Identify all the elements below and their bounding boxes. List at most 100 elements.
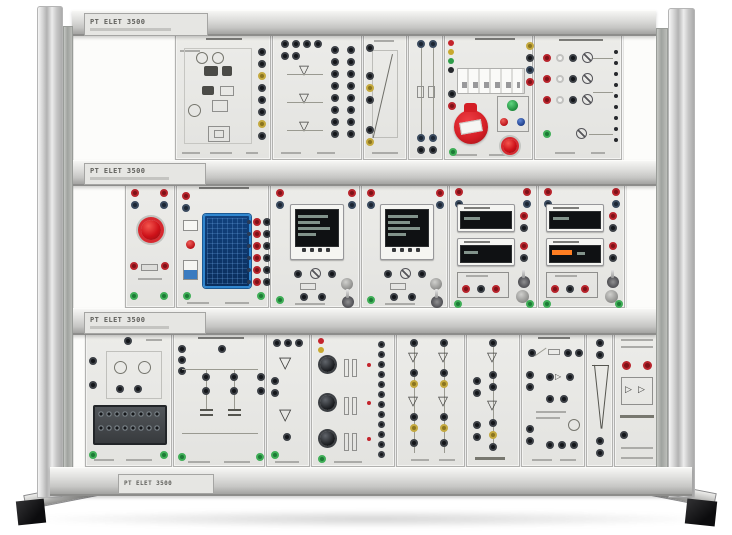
socket xyxy=(258,108,266,116)
meter-button xyxy=(318,248,322,252)
socket xyxy=(292,52,300,60)
socket xyxy=(283,433,291,441)
socket xyxy=(378,411,385,418)
display-digits xyxy=(298,233,316,236)
lamp-socket xyxy=(556,53,564,62)
socket xyxy=(436,201,444,209)
optocoupler-symbol: ▷ xyxy=(625,385,632,395)
lamp-socket xyxy=(556,74,564,83)
panel-labels xyxy=(334,461,362,463)
socket xyxy=(230,373,238,381)
socket xyxy=(489,371,497,379)
meter-button xyxy=(416,248,420,252)
socket xyxy=(417,134,425,142)
socket xyxy=(124,337,132,345)
socket xyxy=(230,387,238,395)
red-marker xyxy=(367,363,371,367)
panel-labels xyxy=(411,459,429,461)
toggle-switch xyxy=(607,269,619,288)
socket xyxy=(440,424,448,432)
socket xyxy=(253,266,261,274)
socket xyxy=(367,189,375,197)
socket xyxy=(328,270,336,278)
socket xyxy=(564,349,572,357)
socket xyxy=(410,380,418,388)
socket xyxy=(449,148,457,156)
meter-symbol xyxy=(576,128,587,139)
socket xyxy=(130,262,138,270)
panel-labels xyxy=(621,457,653,459)
socket xyxy=(178,367,186,375)
panel-power-meter-2 xyxy=(361,183,448,308)
socket xyxy=(546,373,554,381)
socket xyxy=(378,441,385,448)
socket xyxy=(551,285,559,293)
connector-pin-row xyxy=(98,425,160,431)
socket xyxy=(566,373,574,381)
indicator-column xyxy=(448,40,454,73)
meter-symbol xyxy=(582,52,593,63)
socket xyxy=(366,44,374,52)
socket xyxy=(347,118,355,126)
socket xyxy=(347,94,355,102)
panel-diode-module-1: ▽ ▽ ▽ ▽ xyxy=(396,332,465,467)
socket xyxy=(520,212,528,220)
schematic-line xyxy=(433,48,434,142)
switch-symbol xyxy=(534,347,547,357)
socket xyxy=(116,385,124,393)
socket xyxy=(257,387,265,395)
terminal-dot xyxy=(614,83,618,87)
socket xyxy=(303,40,311,48)
panel-labels xyxy=(146,339,162,341)
socket xyxy=(160,201,168,209)
socket xyxy=(546,395,554,403)
socket xyxy=(596,437,604,445)
socket xyxy=(347,58,355,66)
led-indicator xyxy=(247,232,251,236)
terminal-dot xyxy=(614,94,618,98)
meter-button xyxy=(302,248,306,252)
symbol-box xyxy=(390,283,406,290)
socket xyxy=(271,451,279,459)
socket-column xyxy=(378,341,385,458)
voltmeter-label xyxy=(464,241,490,243)
meter-button xyxy=(326,248,330,252)
connector-pin xyxy=(130,411,136,417)
socket xyxy=(612,200,620,208)
socket xyxy=(569,74,577,83)
socket xyxy=(89,381,97,389)
socket xyxy=(131,201,139,209)
connector-pin xyxy=(146,425,152,431)
panel-diode-module-2: ▽ ▽ xyxy=(466,332,520,467)
socket xyxy=(347,106,355,114)
socket xyxy=(596,339,604,347)
socket xyxy=(546,441,554,449)
socket xyxy=(300,293,308,301)
socket xyxy=(331,94,339,102)
rail-label-subline xyxy=(90,326,170,329)
diode-symbol: ▽ xyxy=(487,350,497,365)
panel-labels xyxy=(560,459,576,461)
frame-inner-rail-left xyxy=(63,26,73,476)
socket xyxy=(520,254,528,262)
diode-symbol: ▽ xyxy=(438,350,448,365)
socket xyxy=(318,455,326,463)
rail-label-plate-1: PT ELET 3500 xyxy=(84,13,208,36)
socket xyxy=(620,431,628,439)
green-indicator xyxy=(448,58,454,64)
cee-socket-tab xyxy=(464,103,477,112)
meter-button xyxy=(310,248,314,252)
blank-panel xyxy=(73,33,176,162)
voltmeter-display xyxy=(549,245,601,263)
led-socket-row xyxy=(247,278,271,286)
socket xyxy=(89,357,97,365)
socket xyxy=(253,218,261,226)
rail-label-subline xyxy=(90,27,171,31)
circuit-box xyxy=(546,272,598,298)
panel-labels xyxy=(536,417,560,419)
socket xyxy=(448,90,456,98)
socket xyxy=(429,134,437,142)
socket xyxy=(276,189,284,197)
socket xyxy=(347,46,355,54)
